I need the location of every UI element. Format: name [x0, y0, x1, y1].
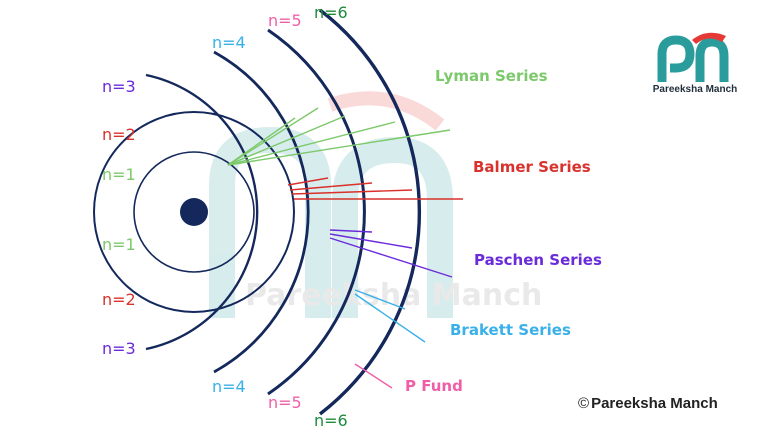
- copyright-text: Pareeksha Manch: [591, 395, 718, 412]
- level-label-n5-lower: n=5: [268, 393, 302, 412]
- pfund-line: [354, 363, 393, 389]
- series-label-balmer: Balmer Series: [473, 158, 591, 176]
- level-label-n2-lower: n=2: [102, 290, 136, 309]
- brackett-line: [354, 293, 426, 343]
- paschen-transitions: [329, 229, 453, 278]
- copyright-symbol: ©: [578, 395, 590, 412]
- orbit-n2: [93, 111, 295, 313]
- orbit-n4: [213, 50, 310, 374]
- level-label-n3-upper: n=3: [102, 77, 136, 96]
- orbit-n6: [318, 8, 422, 416]
- series-label-pfund: P Fund: [405, 377, 463, 395]
- level-label-n3-lower: n=3: [102, 339, 136, 358]
- lyman-line: [227, 121, 396, 166]
- balmer-line: [287, 177, 329, 186]
- watermark: Pareeksha Manch: [209, 91, 542, 318]
- paschen-line: [329, 229, 373, 233]
- level-label-n5-upper: n=5: [268, 11, 302, 30]
- level-label-n6-upper: n=6: [314, 3, 348, 22]
- level-label-n4-upper: n=4: [212, 33, 246, 52]
- paschen-line: [329, 233, 413, 249]
- level-label-n4-lower: n=4: [212, 377, 246, 396]
- level-labels-upper: n=1 n=2 n=3 n=4 n=5 n=6: [102, 3, 348, 184]
- balmer-line: [291, 189, 413, 195]
- series-label-paschen: Paschen Series: [474, 251, 602, 269]
- level-label-n1-upper: n=1: [102, 165, 136, 184]
- nucleus: [180, 198, 208, 226]
- balmer-transitions: [287, 177, 463, 200]
- orbit-n3: [145, 73, 259, 351]
- lyman-line: [227, 107, 319, 166]
- lyman-line: [227, 129, 451, 166]
- copyright-notice: ©Pareeksha Manch: [578, 395, 718, 412]
- brand-logo-text: Pareeksha Manch: [652, 84, 738, 95]
- series-label-brakett: Brakett Series: [450, 321, 571, 339]
- orbits: [93, 8, 422, 416]
- pfund-transitions: [354, 363, 393, 389]
- level-label-n6-lower: n=6: [314, 411, 348, 430]
- balmer-line: [289, 182, 373, 191]
- series-labels: Lyman Series Balmer Series Paschen Serie…: [405, 67, 602, 395]
- orbit-n5: [267, 28, 366, 396]
- level-labels-lower: n=1 n=2 n=3 n=4 n=5 n=6: [102, 235, 348, 430]
- brackett-line: [354, 289, 406, 310]
- level-label-n2-upper: n=2: [102, 125, 136, 144]
- series-label-lyman: Lyman Series: [435, 67, 548, 85]
- lyman-transitions: [227, 107, 451, 166]
- brackett-transitions: [354, 289, 426, 343]
- level-label-n1-lower: n=1: [102, 235, 136, 254]
- lyman-line: [227, 115, 346, 166]
- paschen-line: [329, 237, 453, 278]
- orbit-n1: [133, 151, 255, 273]
- brand-logo-icon: [657, 32, 729, 82]
